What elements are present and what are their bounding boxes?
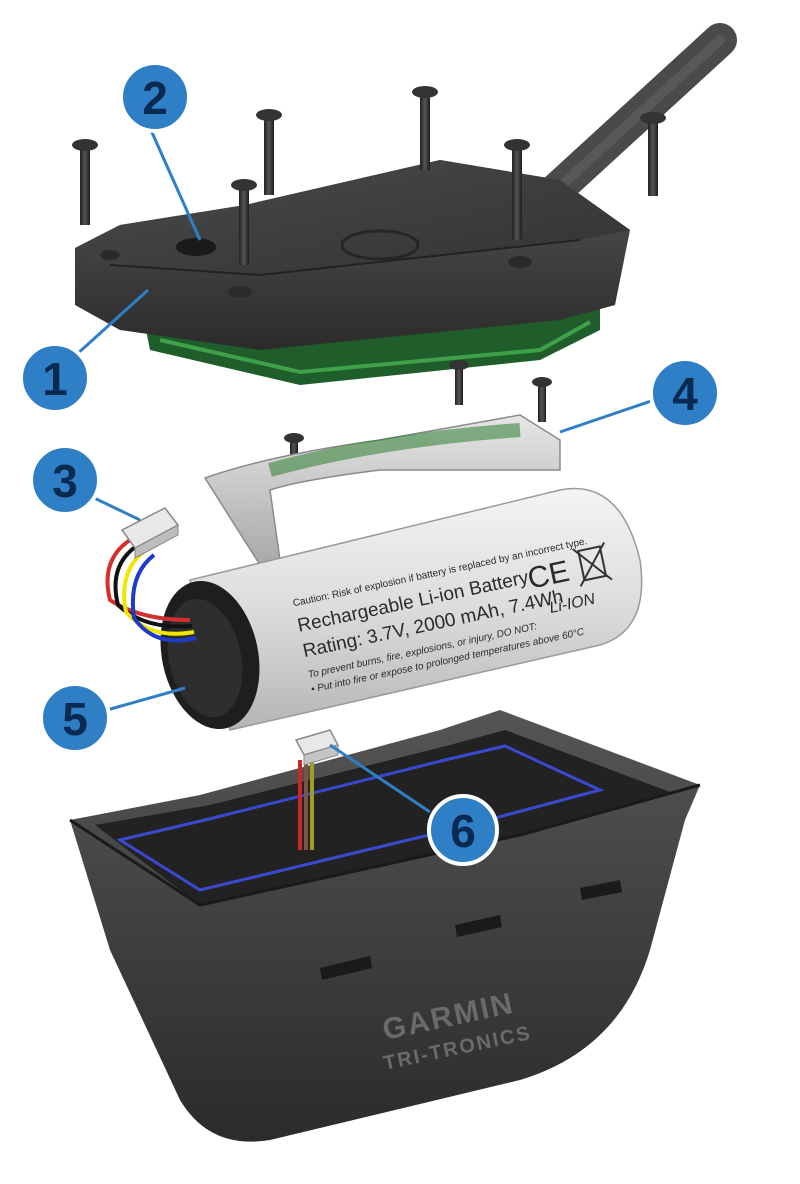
callout-6: 6 — [427, 794, 499, 866]
svg-text:1: 1 — [42, 353, 68, 405]
svg-text:3: 3 — [52, 455, 78, 507]
cover-screws — [72, 86, 666, 265]
callouts: 1 2 3 4 5 6 — [19, 61, 721, 866]
recycle-bin-icon — [572, 542, 613, 587]
leader-5 — [99, 686, 186, 714]
screw-3 — [412, 86, 438, 170]
svg-text:4: 4 — [672, 368, 698, 420]
battery-connector-plug — [120, 507, 180, 559]
screw-5 — [231, 179, 257, 265]
leader-4 — [559, 396, 661, 434]
screw-2 — [256, 109, 282, 195]
callout-5: 5 — [39, 682, 111, 754]
svg-text:5: 5 — [62, 693, 88, 745]
leader-3 — [87, 493, 141, 522]
screw-1 — [72, 139, 98, 225]
top-cover-assembly — [75, 160, 630, 385]
screw-4 — [640, 112, 666, 196]
leader-1 — [74, 288, 150, 357]
callout-4: 4 — [649, 357, 721, 429]
leader-6 — [329, 743, 431, 814]
bottom-housing: GARMIN TRI-TRONICS — [69, 710, 701, 1142]
leader-2 — [148, 127, 202, 241]
leader-lines — [74, 127, 661, 814]
svg-text:2: 2 — [142, 72, 168, 124]
callout-2: 2 — [119, 61, 191, 133]
callout-1: 1 — [19, 342, 91, 414]
battery-wire-connector — [105, 507, 197, 643]
housing-connector — [294, 729, 340, 850]
svg-text:6: 6 — [450, 805, 476, 857]
battery-pack: Caution: Risk of explosion if battery is… — [160, 487, 643, 731]
screw-6 — [504, 139, 530, 240]
callout-3: 3 — [29, 444, 101, 516]
battery-bracket — [203, 360, 561, 566]
